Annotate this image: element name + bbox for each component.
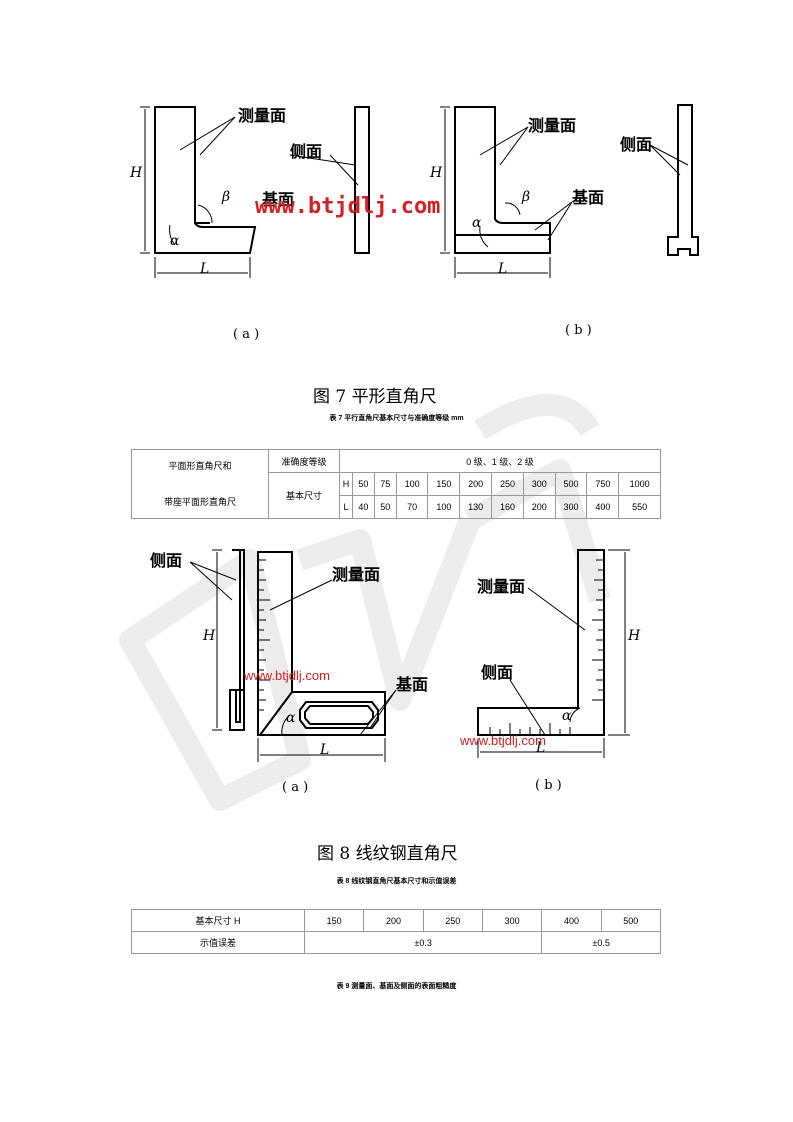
fig7-a-side-face-label: 侧面 — [290, 142, 322, 161]
table-cell: 70 — [395, 495, 429, 519]
table8-caption: 表 8 线纹钢直角尺基本尺寸和示值误差 — [336, 878, 457, 885]
table-cell: 100 — [395, 472, 429, 496]
fig8-a-base-face-label: 基面 — [395, 675, 428, 694]
fig8-sub-b: ( b ) — [535, 778, 562, 793]
table-cell: 100 — [427, 495, 461, 519]
fig7-a-alpha-label: α — [170, 233, 180, 249]
table-cell: 150 — [427, 472, 461, 496]
table-cell: 1000 — [618, 472, 661, 496]
table-cell: 400 — [586, 495, 620, 519]
fig8-sub-a: ( a ) — [282, 780, 309, 795]
table-cell: 750 — [586, 472, 620, 496]
fig7-sub-b: ( b ) — [565, 323, 592, 338]
fig7-b-base-face-label: 基面 — [571, 188, 604, 207]
table-cell: 150 — [303, 909, 365, 932]
table-cell: 160 — [491, 495, 524, 519]
fig8-a-watermark: www.btjdlj.com — [243, 668, 330, 683]
fig7-b-beta-label: β — [521, 189, 530, 205]
table-cell: 500 — [600, 909, 662, 932]
figure-8-drawing: 侧面 测量面 基面 H L α 测量面 侧面 H L α www.btjdlj.… — [150, 549, 641, 762]
fig8-b-watermark: www.btjdlj.com — [459, 733, 546, 748]
table-cell: 200 — [363, 909, 424, 932]
table-7: 平面形直角尺和 带座平面形直角尺 准确度等级 0 级、1 级、2 级 基本尺寸 … — [131, 449, 661, 519]
fig7-a-base-face-label: 基面 — [261, 190, 294, 209]
fig8-a-alpha-label: α — [286, 710, 296, 726]
fig8-a-H-label: H — [202, 628, 216, 644]
table-cell: 300 — [522, 472, 556, 496]
table7-size-label: 基本尺寸 — [268, 472, 340, 519]
fig7-b-L-label: L — [497, 261, 507, 277]
fig7-sub-a: ( a ) — [233, 327, 260, 342]
table-cell: 40 — [352, 495, 375, 519]
table-cell: 250 — [491, 472, 524, 496]
table-cell: 300 — [554, 495, 588, 519]
fig8-a-L-label: L — [319, 742, 329, 758]
table7-H-key: H — [339, 472, 353, 496]
fig8-b-side-face-label: 侧面 — [481, 663, 513, 682]
table8-error-label: 示值误差 — [131, 931, 305, 954]
fig7-b-side-face-label: 侧面 — [620, 135, 652, 154]
fig7-a-H-label: H — [129, 165, 143, 181]
table9-caption: 表 9 测量面、基面及侧面的表面粗糙度 — [336, 983, 457, 990]
table-cell: 200 — [459, 472, 493, 496]
fig7-a-beta-label: β — [221, 189, 230, 205]
table7-L-key: L — [339, 495, 353, 519]
figure-7-drawing: 测量面 侧面 基面 H L α β 测量面 基面 侧面 H L α β www.… — [129, 104, 699, 278]
table-cell: 50 — [373, 495, 397, 519]
table-cell: 400 — [541, 909, 602, 932]
table7-accuracy-value: 0 级、1 级、2 级 — [339, 449, 661, 473]
table7-caption: 表 7 平行直角尺基本尺寸与准确度等级 mm — [329, 415, 464, 422]
table-cell: 550 — [618, 495, 661, 519]
table8-size-label: 基本尺寸 H — [131, 909, 305, 932]
fig7-watermark: www.btjdlj.com — [255, 194, 440, 219]
table-cell: 300 — [481, 909, 543, 932]
fig8-b-alpha-label: α — [562, 708, 572, 724]
table7-accuracy-label: 准确度等级 — [268, 449, 340, 473]
table7-row-label: 平面形直角尺和 带座平面形直角尺 — [131, 449, 269, 519]
table-8: 基本尺寸 H 150 200 250 300 400 500 示值误差 ±0.3… — [131, 909, 662, 954]
table8-error-b: ±0.5 — [541, 931, 661, 954]
table8-error-a: ±0.3 — [303, 931, 543, 954]
fig7-b-measure-face-label: 测量面 — [528, 116, 576, 135]
table-cell: 50 — [352, 472, 375, 496]
table7-row-label-1: 平面形直角尺和 — [168, 461, 232, 471]
fig7-a-measure-face-label: 测量面 — [238, 106, 286, 125]
fig8-b-L-label: L — [535, 740, 545, 756]
fig7-caption: 图 7 平形直角尺 — [313, 387, 437, 407]
table-cell: 75 — [373, 472, 397, 496]
fig8-a-side-face-label: 侧面 — [150, 551, 182, 570]
fig7-b-H-label: H — [429, 165, 443, 181]
table-cell: 130 — [459, 495, 493, 519]
fig8-b-H-label: H — [627, 628, 641, 644]
fig8-b-measure-face-label: 测量面 — [477, 577, 525, 596]
table7-row-label-2: 带座平面形直角尺 — [163, 497, 236, 507]
table-cell: 250 — [422, 909, 483, 932]
fig7-b-alpha-label: α — [472, 215, 482, 231]
table-cell: 500 — [554, 472, 588, 496]
fig8-a-measure-face-label: 测量面 — [332, 565, 380, 584]
fig8-caption: 图 8 线纹钢直角尺 — [317, 844, 458, 864]
table-cell: 200 — [522, 495, 556, 519]
fig7-a-L-label: L — [199, 261, 209, 277]
